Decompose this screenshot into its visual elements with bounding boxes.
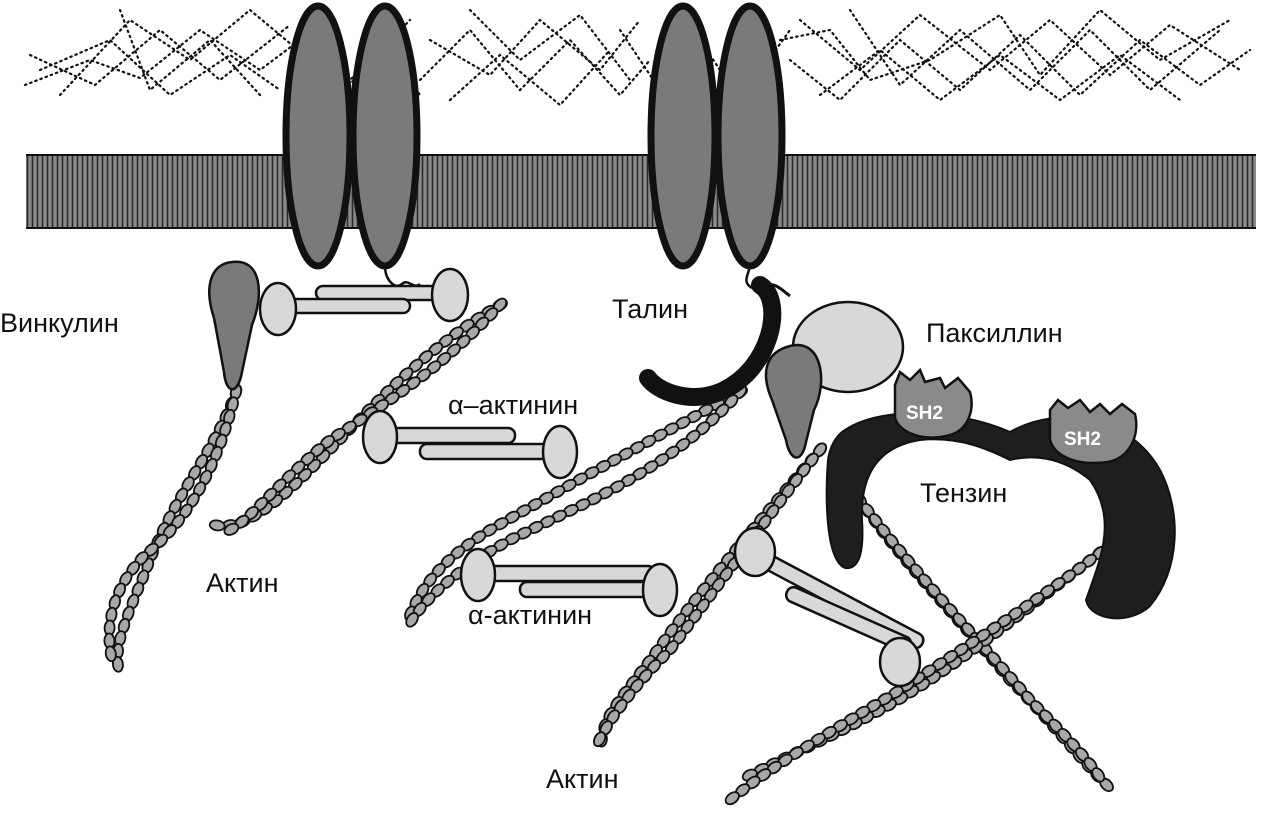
alpha-actinin-dimer-diagonal <box>733 526 925 688</box>
actin-filaments <box>103 297 1118 806</box>
integrin-right <box>647 2 786 290</box>
actin-bead <box>593 731 607 748</box>
actin-bead <box>724 791 740 806</box>
label-tensin: Тензин <box>920 478 1008 508</box>
alpha-actinin-dimer-top-left <box>258 267 470 337</box>
actin-bead <box>111 655 124 673</box>
vinculin-protein-right <box>764 343 823 459</box>
label-actin-left: Актин <box>206 568 279 598</box>
talin-protein <box>639 276 782 406</box>
extracellular-matrix <box>23 8 1252 107</box>
actin-bead <box>1091 767 1106 783</box>
actin-bead <box>223 522 240 536</box>
label-alpha-actinin-bottom: α-актинин <box>468 600 593 630</box>
alpha-actinin-dimer-middle <box>361 409 579 480</box>
sh2-domain-right <box>1048 398 1138 465</box>
label-alpha-actinin-top: α–актинин <box>448 390 579 420</box>
label-sh2-left: SH2 <box>906 403 943 424</box>
sh2-domain-left <box>893 367 973 439</box>
label-actin-bottom: Актин <box>546 764 619 794</box>
label-sh2-right: SH2 <box>1064 429 1101 450</box>
plasma-membrane <box>26 155 1256 228</box>
integrin-left <box>282 2 421 287</box>
actin-bead <box>208 519 226 532</box>
label-vinculin: Винкулин <box>0 308 119 338</box>
label-talin: Талин <box>612 294 689 324</box>
actin-bead <box>405 612 419 628</box>
actin-bead <box>104 645 117 663</box>
label-paxillin: Паксиллин <box>926 318 1063 348</box>
alpha-actinin-dimer-bottom <box>459 547 679 618</box>
vinculin-protein <box>208 260 261 391</box>
